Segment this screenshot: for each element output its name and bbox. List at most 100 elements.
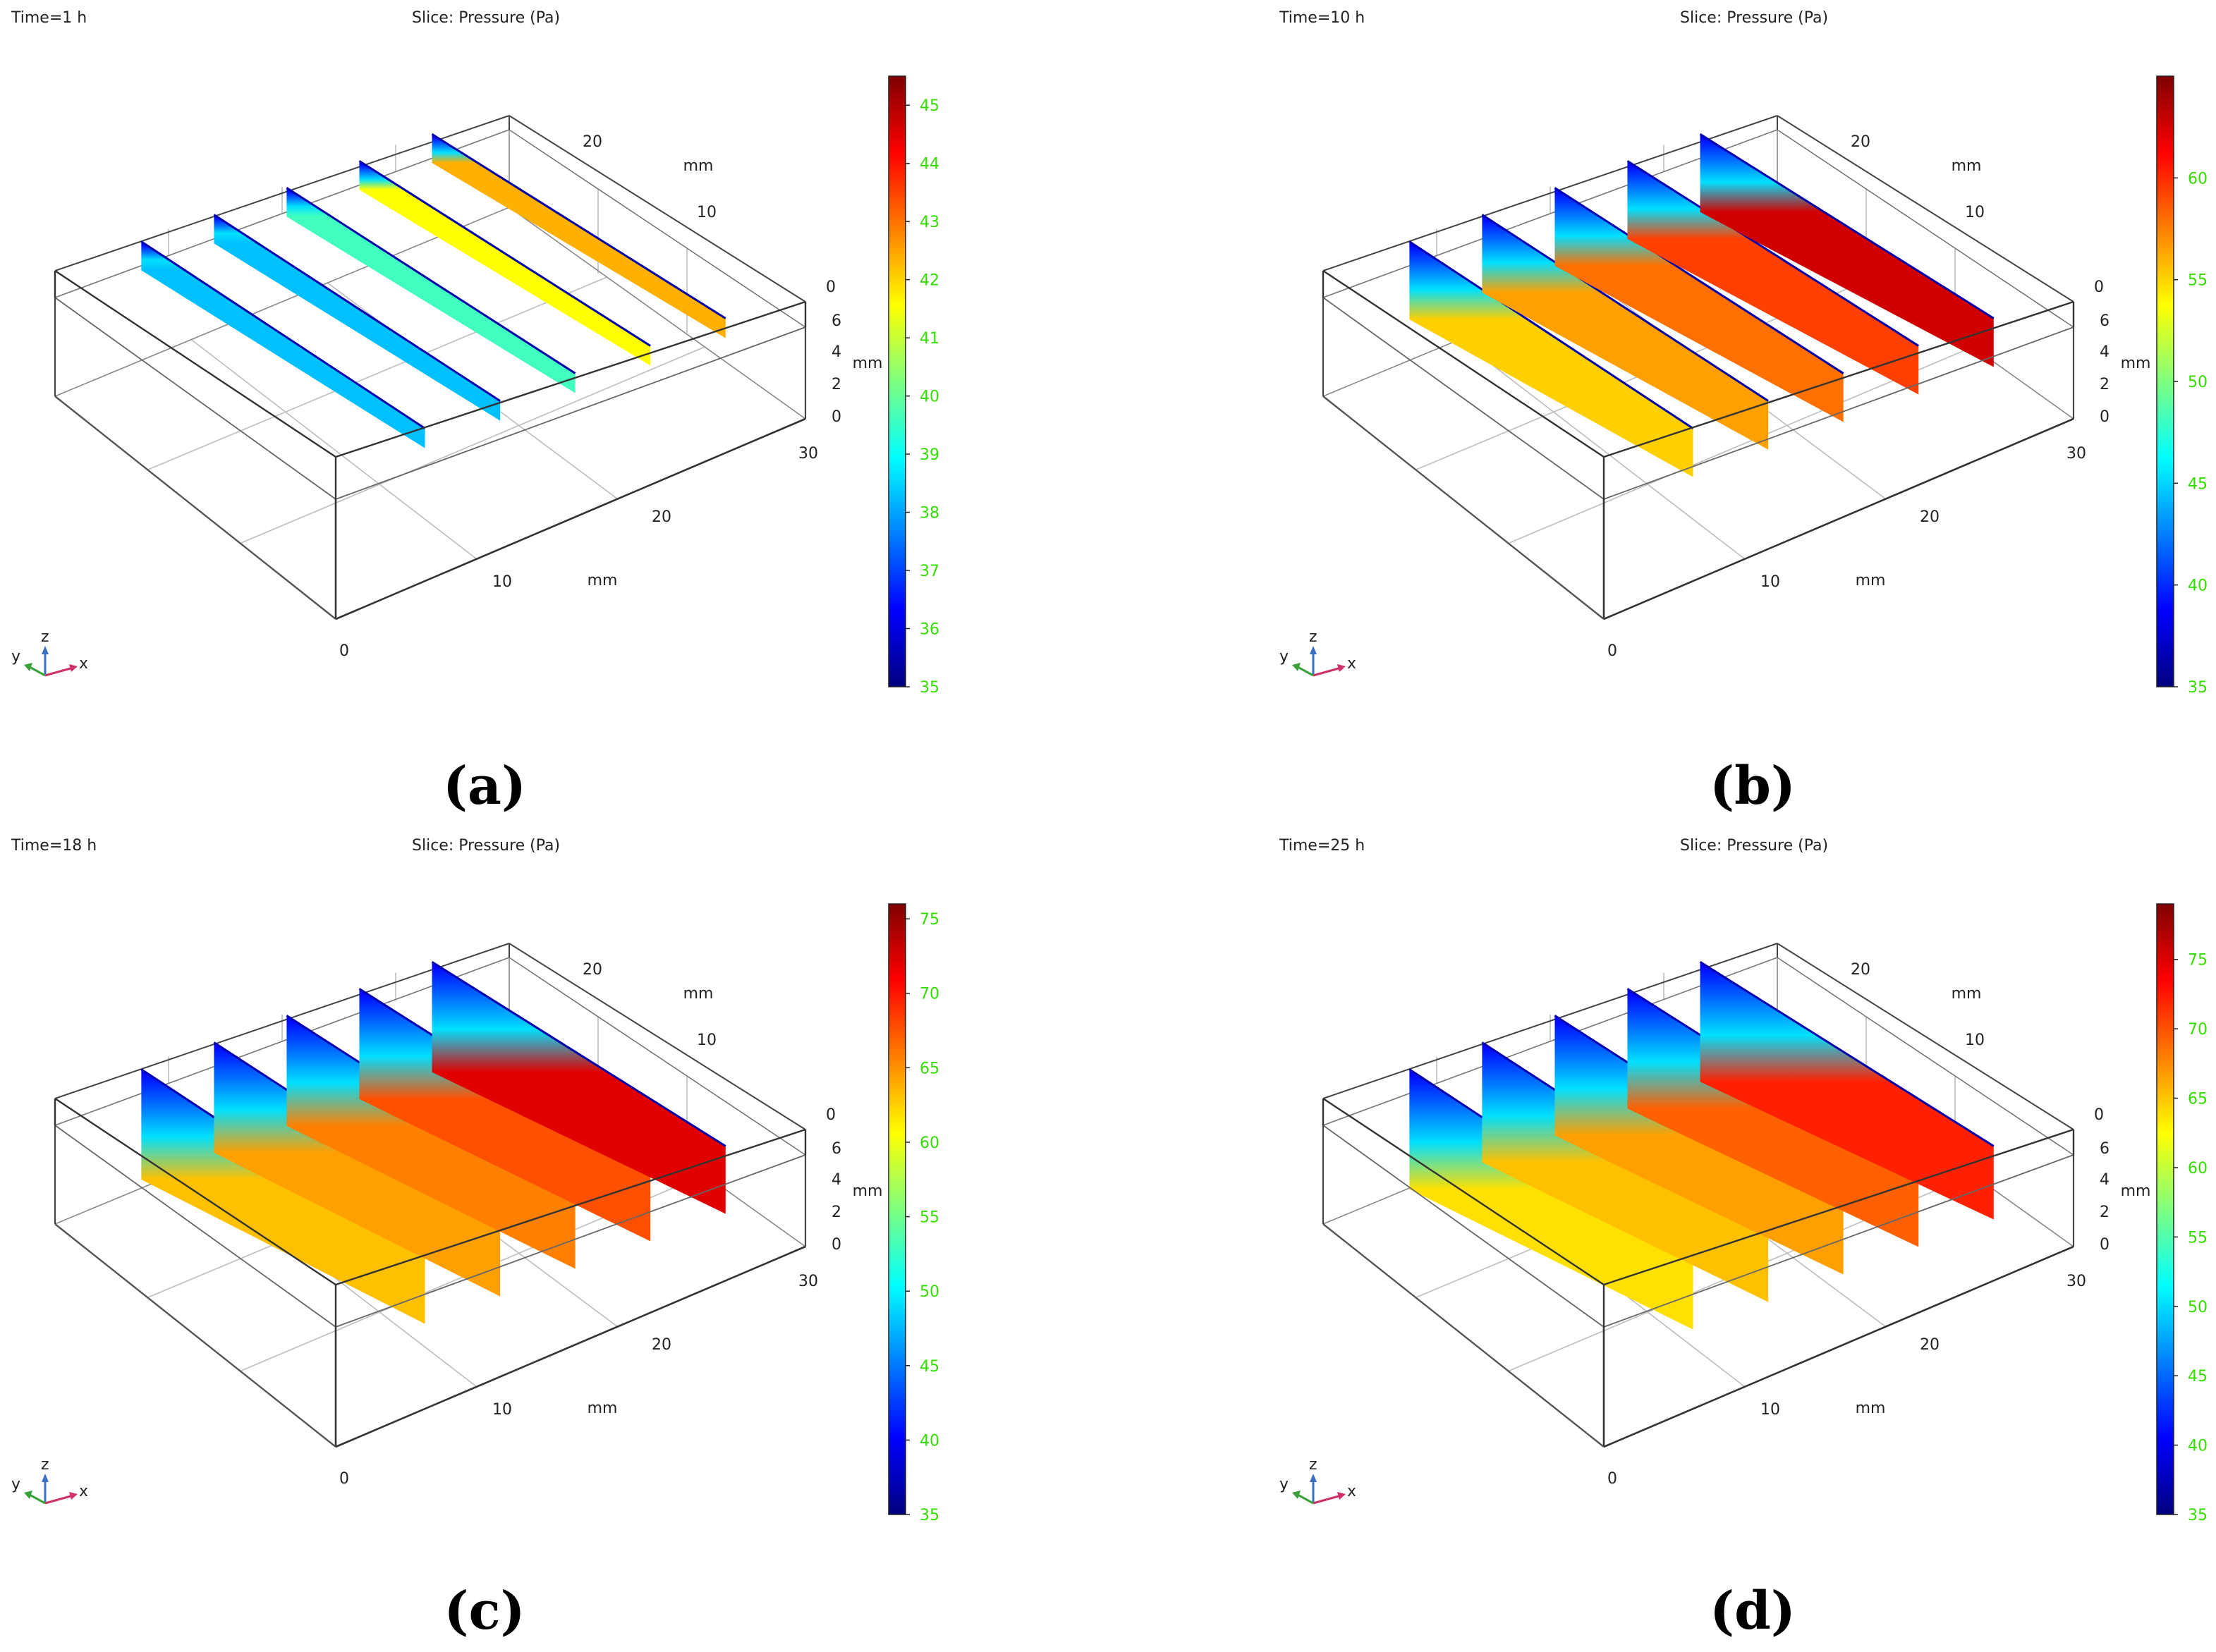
y-axis-unit: mm <box>683 157 714 175</box>
triad-y-label: y <box>1279 648 1289 666</box>
colorbar-tick-label: 65 <box>920 1060 939 1077</box>
z-tick-label: 6 <box>2100 312 2110 330</box>
triad-x-arrow <box>1337 1492 1346 1500</box>
box-front-top-edge <box>1603 1128 2074 1286</box>
z-tick-label: 0 <box>832 408 841 426</box>
y-tick-label: 20 <box>1851 133 1870 151</box>
x-tick-label: 0 <box>1607 642 1617 660</box>
colorbar <box>888 903 906 1515</box>
x-tick-label: 0 <box>339 642 349 660</box>
box-front-top-edge <box>1322 269 1605 458</box>
slice-top-edge <box>1626 160 1920 347</box>
triad-z-label: z <box>1309 628 1317 646</box>
colorbar-tick-label: 45 <box>920 97 939 115</box>
axis-triad: zxy <box>1279 628 1356 677</box>
colorbar-tick-label: 40 <box>2188 577 2208 595</box>
triad-z-arrow <box>1310 646 1317 654</box>
slice-top-edge <box>358 160 652 347</box>
y-tick-label: 20 <box>583 133 602 151</box>
triad-y-label: y <box>1279 1476 1289 1493</box>
z-tick-label: 0 <box>2100 1236 2110 1254</box>
triad-y-axis <box>1297 1493 1314 1505</box>
grid-line <box>190 338 477 560</box>
z-tick-label: 2 <box>2100 376 2110 393</box>
x-tick-label: 0 <box>1607 1470 1617 1488</box>
triad-y-arrow <box>24 1491 32 1499</box>
box-bottom-edge <box>54 207 510 397</box>
y-tick-label: 10 <box>697 204 717 221</box>
box-top-edge <box>509 115 806 302</box>
slice-top-edge <box>1699 133 1995 319</box>
axis-triad: zxy <box>11 628 88 677</box>
y-tick-label: 0 <box>2094 1106 2104 1124</box>
pressure-slice <box>432 134 726 338</box>
pressure-slice <box>1700 962 1994 1220</box>
box-front-top-edge <box>1322 1097 1605 1286</box>
box-front-mid-edge <box>335 1154 806 1328</box>
time-label: Time=1 h <box>11 9 87 27</box>
box-bottom-front-edge <box>1603 1245 2074 1448</box>
pressure-slice <box>141 1069 425 1324</box>
triad-x-axis <box>1313 1495 1339 1505</box>
triad-x-axis <box>1313 667 1339 677</box>
axis-triad: zxy <box>11 1456 88 1505</box>
colorbar-tick-label: 41 <box>920 330 939 348</box>
z-axis-unit: mm <box>2121 1182 2151 1200</box>
panel-label: (d) <box>1710 1581 1796 1641</box>
x-axis-unit: mm <box>1856 1400 1886 1417</box>
colorbar-tick-label: 45 <box>2188 1368 2208 1385</box>
x-tick-label: 30 <box>2066 445 2086 463</box>
slice-top-edge <box>1554 187 1844 374</box>
triad-y-axis <box>1297 666 1314 677</box>
triad-y-arrow <box>1292 1491 1301 1499</box>
grid-line <box>147 276 607 471</box>
x-tick-label: 10 <box>492 1401 512 1419</box>
pressure-slice <box>1482 1042 1769 1302</box>
pressure-slice <box>214 1042 501 1297</box>
box-front-mid-edge <box>1603 1154 2074 1328</box>
colorbar-tick-label: 65 <box>2188 1091 2208 1108</box>
colorbar-tick-label: 55 <box>920 1209 939 1227</box>
box-mid-edge <box>1777 957 2074 1156</box>
x-tick-label: 10 <box>492 573 512 591</box>
pressure-slice <box>1627 161 1919 395</box>
panel-label: (a) <box>443 756 526 816</box>
axis-triad: zxy <box>1279 1456 1356 1505</box>
slice-title: Slice: Pressure (Pa) <box>1680 837 1828 855</box>
triad-z-arrow <box>42 646 49 654</box>
colorbar-tick-label: 42 <box>920 272 939 290</box>
y-tick-label: 0 <box>826 279 836 296</box>
pressure-slice <box>141 241 425 448</box>
time-label: Time=10 h <box>1279 9 1365 27</box>
pressure-slice <box>1409 1069 1693 1330</box>
box-front-top-edge <box>335 1128 806 1286</box>
z-tick-label: 4 <box>2100 343 2110 361</box>
box-bottom-front-edge <box>1603 417 2074 620</box>
x-axis-unit: mm <box>588 572 618 589</box>
slice-title: Slice: Pressure (Pa) <box>412 837 560 855</box>
box-front-mid-edge <box>1322 1125 1605 1328</box>
y-tick-label: 20 <box>583 961 602 979</box>
pressure-slice <box>286 188 576 393</box>
pressure-slice <box>359 161 651 366</box>
grid-line <box>240 346 705 544</box>
colorbar-tick-label: 60 <box>920 1134 939 1152</box>
colorbar <box>888 75 906 687</box>
triad-y-arrow <box>24 663 32 671</box>
box-front-top-edge <box>335 300 806 458</box>
panel-label: (c) <box>444 1581 525 1641</box>
triad-x-label: x <box>1347 1483 1356 1500</box>
box-mid-edge <box>509 957 806 1156</box>
z-axis-unit: mm <box>853 1182 883 1200</box>
box-front-mid-edge <box>335 326 806 500</box>
slices <box>1408 960 1995 1330</box>
colorbar-tick-label: 75 <box>920 911 939 929</box>
slice-title: Slice: Pressure (Pa) <box>412 9 560 27</box>
colorbar-tick-label: 45 <box>2188 475 2208 493</box>
pressure-slice <box>1700 134 1994 367</box>
triad-y-axis <box>29 666 46 677</box>
x-tick-label: 20 <box>1920 1336 1940 1354</box>
